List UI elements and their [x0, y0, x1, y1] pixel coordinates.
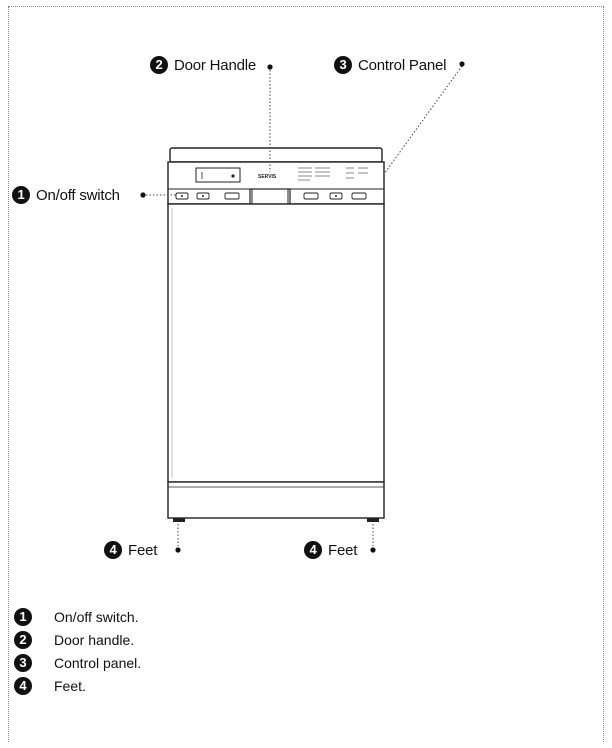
callout-door-handle: 2 Door Handle	[150, 56, 256, 74]
plinth	[167, 481, 385, 519]
legend-text: Control panel.	[54, 654, 142, 671]
callout-number-badge: 2	[150, 56, 168, 74]
brand-logo: SERVIS	[258, 174, 277, 180]
callout-label: On/off switch	[36, 186, 120, 204]
callout-label: Feet	[128, 541, 158, 559]
callout-label: Door Handle	[174, 56, 257, 74]
dishwasher-top	[169, 147, 383, 163]
foot-left	[173, 518, 185, 522]
callout-number-badge: 4	[104, 541, 122, 559]
callout-label: Feet	[328, 541, 358, 559]
callout-feet-left: 4 Feet	[104, 541, 157, 559]
legend-text: Door handle.	[54, 631, 135, 648]
legend-number-badge: 2	[14, 630, 32, 649]
callout-label: Control Panel	[358, 56, 447, 74]
page-frame	[8, 6, 604, 742]
legend-item: 2 Door handle.	[14, 628, 141, 651]
legend-number-badge: 3	[14, 653, 32, 672]
foot-right	[367, 518, 379, 522]
legend-item: 3 Control panel.	[14, 651, 141, 674]
legend-text: On/off switch.	[54, 608, 139, 625]
door-handle	[249, 188, 291, 205]
callout-number-badge: 1	[12, 186, 30, 204]
callout-number-badge: 4	[304, 541, 322, 559]
callout-number-badge: 3	[334, 56, 352, 74]
program-labels	[298, 167, 368, 181]
legend-number-badge: 4	[14, 676, 32, 695]
door-panel	[167, 203, 385, 483]
legend-item: 4 Feet.	[14, 674, 141, 697]
callout-feet-right: 4 Feet	[304, 541, 357, 559]
callout-control-panel: 3 Control Panel	[334, 56, 446, 74]
legend-item: 1 On/off switch.	[14, 605, 141, 628]
legend-text: Feet.	[54, 677, 86, 694]
legend-number-badge: 1	[14, 607, 32, 626]
legend-list: 1 On/off switch. 2 Door handle. 3 Contro…	[14, 605, 141, 697]
display-window	[195, 167, 241, 183]
callout-on-off-switch: 1 On/off switch	[12, 186, 120, 204]
